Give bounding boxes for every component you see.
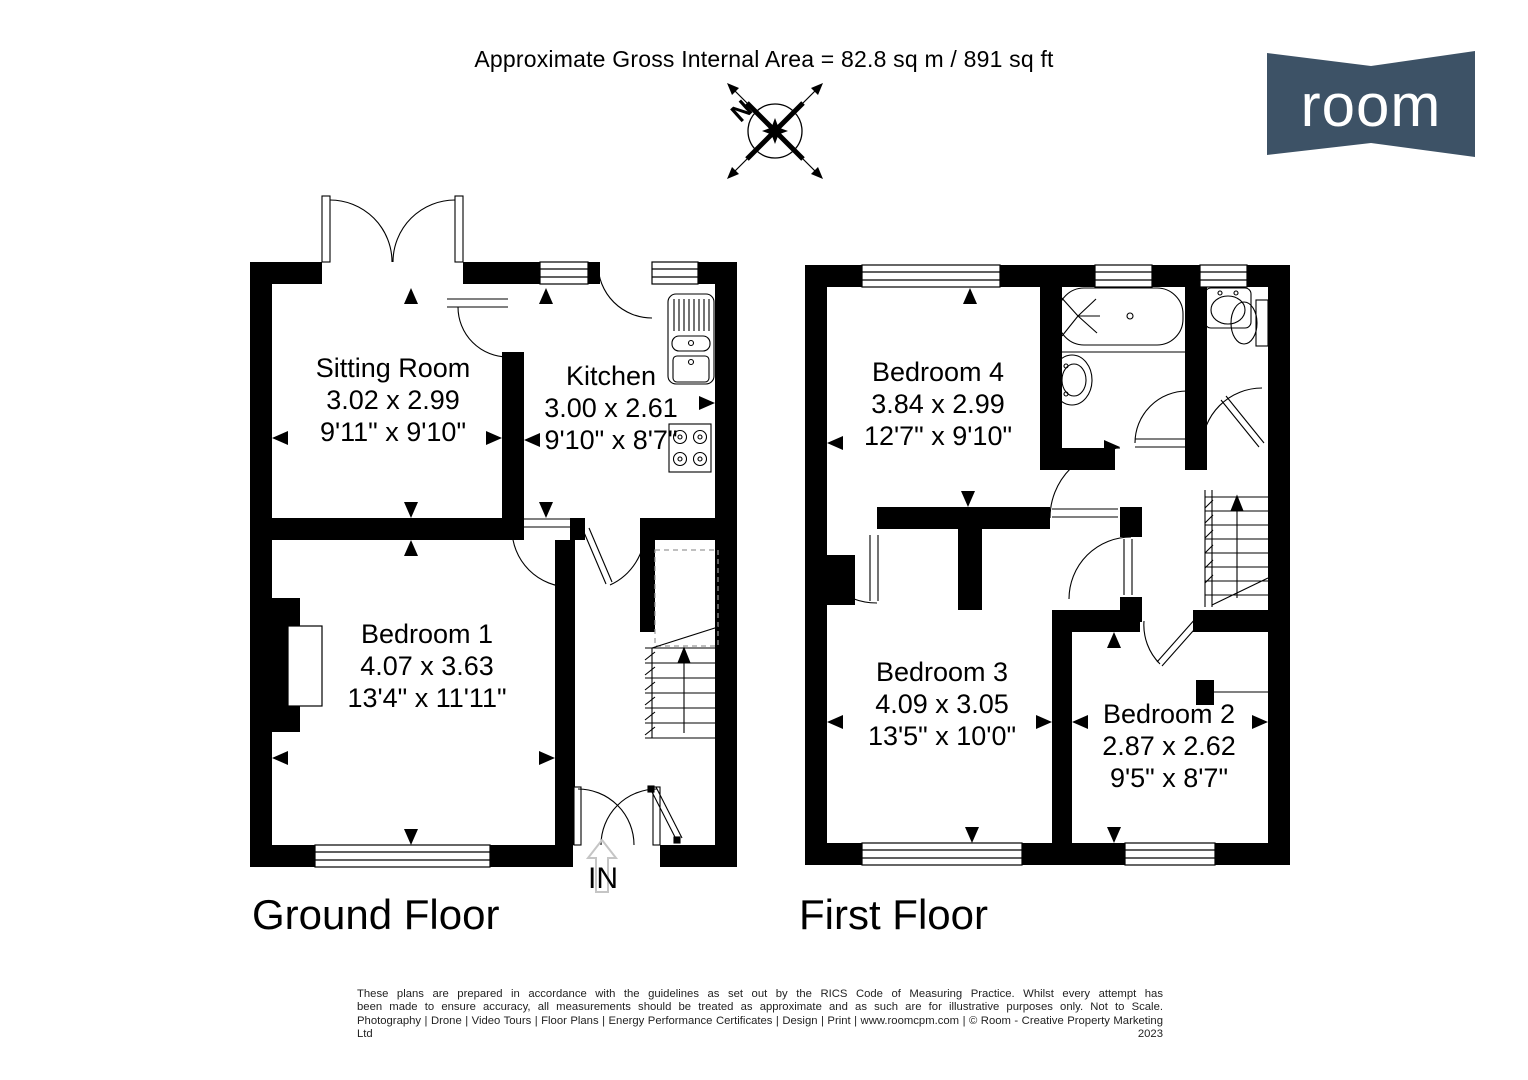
bedroom3-label: Bedroom 3 4.09 x 3.05 13'5" x 10'0" <box>868 656 1016 752</box>
stairs-up-arrow <box>1230 494 1244 512</box>
room-dims-imperial: 9'10" x 8'7" <box>544 425 678 455</box>
disclaimer-line-1: These plans are prepared in accordance w… <box>357 988 1163 1000</box>
french-door-leaf <box>454 195 464 263</box>
ground-floor-dimension-arrows <box>272 288 715 845</box>
page-title: Approximate Gross Internal Area = 82.8 s… <box>474 46 1054 72</box>
first-floor-windows <box>861 264 1248 866</box>
understairs-cupboard <box>654 549 719 647</box>
ground-floor-doors <box>321 195 683 846</box>
ground-floor-stairs <box>644 626 719 739</box>
room-dims-imperial: 9'5" x 8'7" <box>1109 763 1229 793</box>
entrance-in-arrow-icon <box>585 838 619 893</box>
room-name: Bedroom 1 <box>360 619 494 649</box>
first-floor-dimension-arrows <box>827 288 1268 843</box>
room-dims-metric: 4.09 x 3.05 <box>875 689 1009 719</box>
first-floor-doors <box>808 387 1265 667</box>
room-name: Sitting Room <box>315 353 471 383</box>
compass-north-label: N <box>726 95 758 128</box>
room-dims-imperial: 13'4" x 11'11" <box>347 683 507 713</box>
compass-rose: N <box>726 83 823 179</box>
stairs-up-arrow <box>677 646 691 664</box>
disclaimer-text: These plans are prepared in accordance w… <box>357 988 1163 1042</box>
first-floor-plan <box>805 264 1290 866</box>
first-floor-walls <box>805 265 1290 865</box>
room-name: Kitchen <box>565 361 657 391</box>
ground-floor-walls <box>250 262 737 867</box>
room-logo-ribbon <box>1267 51 1475 157</box>
first-floor-stairs <box>1204 490 1269 607</box>
bathroom-sink-icon <box>1051 354 1093 406</box>
kitchen-hob-icon <box>668 423 712 473</box>
ground-floor-windows <box>314 261 699 868</box>
toilet-icon <box>1230 299 1269 347</box>
compass-star-icon <box>762 118 788 144</box>
kitchen-label: Kitchen 3.00 x 2.61 9'10" x 8'7" <box>544 360 678 456</box>
ground-floor-plan <box>250 195 737 893</box>
ground-floor-title: Ground Floor <box>252 891 500 938</box>
room-logo: room <box>1267 51 1475 157</box>
first-floor-title: First Floor <box>799 891 988 938</box>
bedroom2-label: Bedroom 2 2.87 x 2.62 9'5" x 8'7" <box>1102 698 1236 794</box>
room-dims-imperial: 13'5" x 10'0" <box>867 721 1017 751</box>
room-dims-metric: 2.87 x 2.62 <box>1102 731 1236 761</box>
french-door-leaf <box>321 195 331 263</box>
room-dims-imperial: 12'7" x 9'10" <box>863 421 1013 451</box>
bath-icon <box>1049 287 1184 346</box>
room-dims-metric: 3.02 x 2.99 <box>326 385 460 415</box>
room-logo-text: room <box>1301 72 1442 139</box>
room-dims-metric: 4.07 x 3.63 <box>360 651 494 681</box>
room-name: Bedroom 4 <box>871 357 1005 387</box>
kitchen-sink-unit-icon <box>667 293 715 385</box>
room-dims-metric: 3.84 x 2.99 <box>871 389 1005 419</box>
room-dims-imperial: 9'11" x 9'10" <box>319 417 467 447</box>
sitting-room-label: Sitting Room 3.02 x 2.99 9'11" x 9'10" <box>316 352 471 448</box>
room-dims-metric: 3.00 x 2.61 <box>544 393 678 423</box>
chimney-recess <box>287 625 323 707</box>
disclaimer-line-2: been made to ensure accuracy, all measur… <box>357 1001 1163 1014</box>
bedroom1-label: Bedroom 1 4.07 x 3.63 13'4" x 11'11" <box>347 618 506 714</box>
bedroom4-label: Bedroom 4 3.84 x 2.99 12'7" x 9'10" <box>864 356 1012 452</box>
wc-sink-icon <box>1204 287 1252 329</box>
room-name: Bedroom 2 <box>1102 699 1236 729</box>
entrance-in-label: IN <box>588 862 618 895</box>
disclaimer-line-3: Photography | Drone | Video Tours | Floo… <box>357 1014 1163 1041</box>
room-name: Bedroom 3 <box>875 657 1009 687</box>
front-door-leaf <box>573 786 582 846</box>
